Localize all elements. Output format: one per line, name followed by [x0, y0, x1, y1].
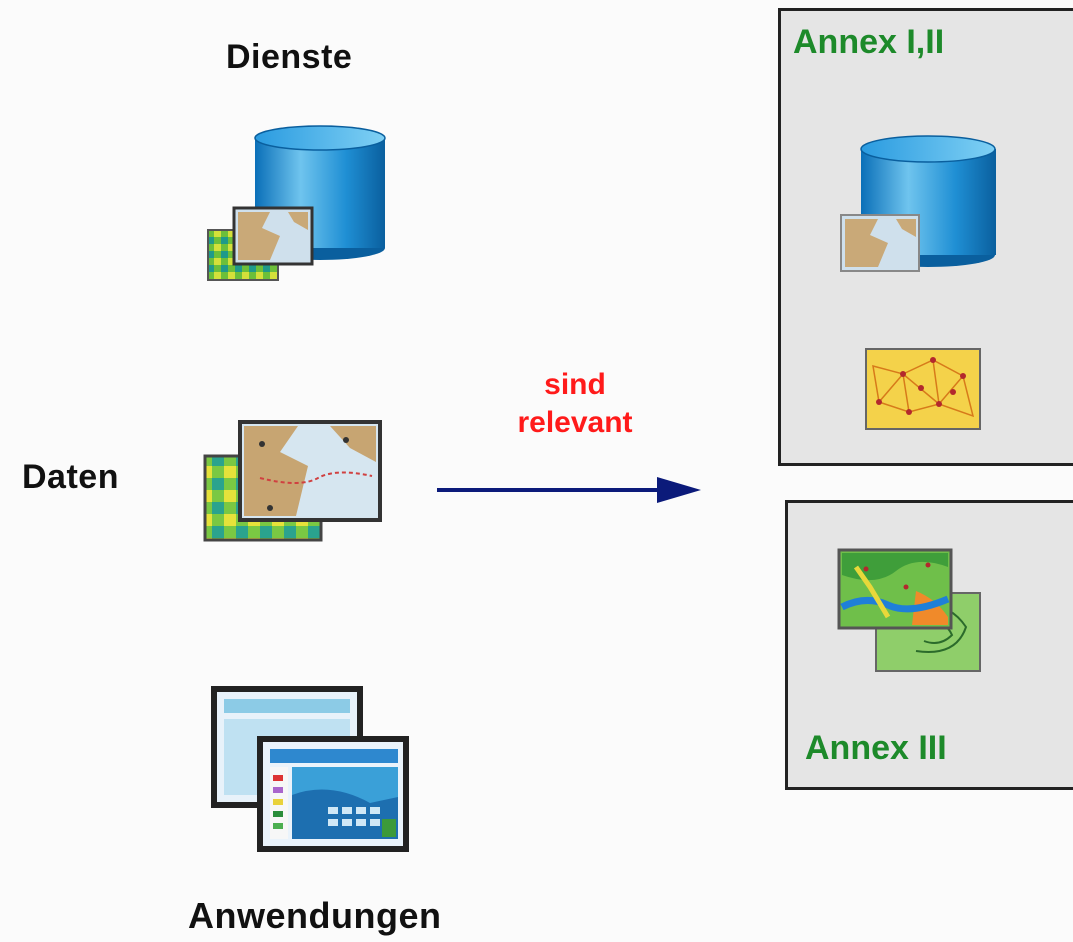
- annex-1-2-title: Annex I,II: [793, 23, 945, 61]
- relevance-arrow: [437, 477, 701, 503]
- applications-label: Anwendungen: [188, 895, 442, 936]
- annex-1-2-database-icon: [840, 135, 996, 272]
- annex-3-title: Annex III: [805, 729, 947, 767]
- annex-1-2-box: Annex I,II: [778, 8, 1073, 466]
- data-maps-icon: [203, 420, 382, 542]
- relevance-line2: relevant: [517, 406, 633, 439]
- relevance-label: sind relevant: [490, 366, 660, 442]
- network-map-icon: [865, 348, 981, 430]
- applications-window-icon: [211, 686, 409, 852]
- annex-3-box: Annex III: [785, 500, 1073, 790]
- data-label: Daten: [22, 458, 119, 496]
- relevance-line1: sind: [544, 368, 606, 401]
- services-database-icon: [207, 125, 386, 281]
- services-label: Dienste: [226, 38, 353, 76]
- thematic-map-icon: [837, 548, 981, 672]
